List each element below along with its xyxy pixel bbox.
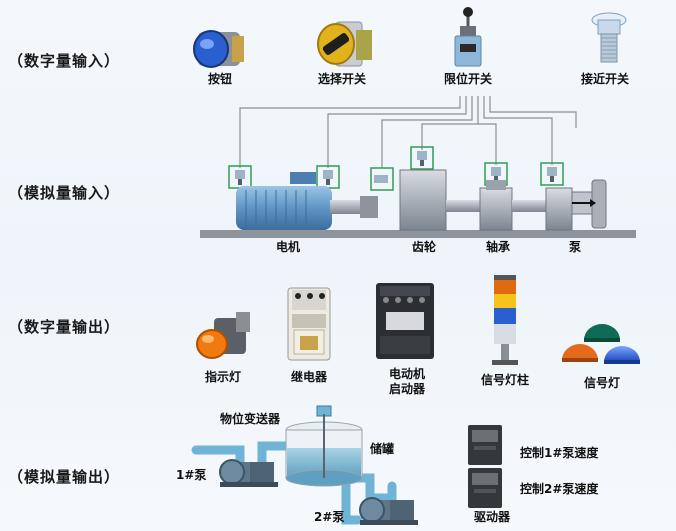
bearing-icon <box>479 180 552 231</box>
label-speed2: 控制2#泵速度 <box>520 482 599 496</box>
label-relay: 继电器 <box>290 370 327 384</box>
label-limit-switch: 限位开关 <box>443 72 492 86</box>
label-level-transmitter: 物位变送器 <box>220 412 281 426</box>
motor-icon <box>236 172 366 230</box>
label-proximity-switch: 接近开关 <box>580 72 629 86</box>
label-pump2: 2#泵 <box>314 510 345 524</box>
relay-icon <box>287 287 331 361</box>
gearbox-icon <box>360 169 490 231</box>
signal-wiring <box>239 96 577 168</box>
machine-base <box>200 230 636 238</box>
label-gear: 齿轮 <box>411 240 436 254</box>
signal-lamp-icon <box>562 324 640 364</box>
label-speed1: 控制1#泵速度 <box>520 446 599 460</box>
label-indicator-lamp: 指示灯 <box>204 370 241 384</box>
pump-icon <box>545 179 607 231</box>
drive-icon <box>468 425 502 465</box>
label-motor-starter-line1: 电动机 <box>388 367 425 381</box>
label-pump: 泵 <box>568 240 581 254</box>
label-tank: 储罐 <box>370 442 395 456</box>
section-digital-output: （数字量输出） <box>8 318 121 336</box>
label-motor: 电机 <box>275 240 300 254</box>
motor-starter-icon <box>376 283 434 359</box>
signal-tower-icon <box>492 275 518 365</box>
sensor-icon <box>370 167 394 191</box>
sensor-icon <box>316 165 340 189</box>
label-button: 按钮 <box>207 72 232 86</box>
label-driver: 驱动器 <box>473 510 510 524</box>
label-selector-switch: 选择开关 <box>317 72 366 86</box>
label-signal-tower: 信号灯柱 <box>480 373 529 387</box>
label-bearing: 轴承 <box>485 240 510 254</box>
section-digital-input: （数字量输入） <box>8 52 121 70</box>
selector-switch-icon <box>317 21 372 67</box>
label-pump1: 1#泵 <box>176 468 207 482</box>
pump-icon <box>359 497 418 525</box>
sensor-icon <box>410 146 434 170</box>
push-button-icon <box>193 30 244 68</box>
proximity-switch-icon <box>591 12 627 63</box>
label-motor-starter-line2: 启动器 <box>388 382 425 396</box>
section-analog-input: （模拟量输入） <box>8 184 121 202</box>
pump-icon <box>219 459 278 487</box>
sensor-icon <box>540 162 564 186</box>
limit-switch-icon <box>454 7 482 67</box>
storage-tank-icon <box>285 414 363 487</box>
label-signal-lamp: 信号灯 <box>583 376 620 390</box>
indicator-lamp-icon <box>196 312 250 359</box>
sensor-icon <box>228 165 252 189</box>
drive-icon <box>468 468 502 508</box>
section-analog-output: （模拟量输出） <box>8 468 121 486</box>
